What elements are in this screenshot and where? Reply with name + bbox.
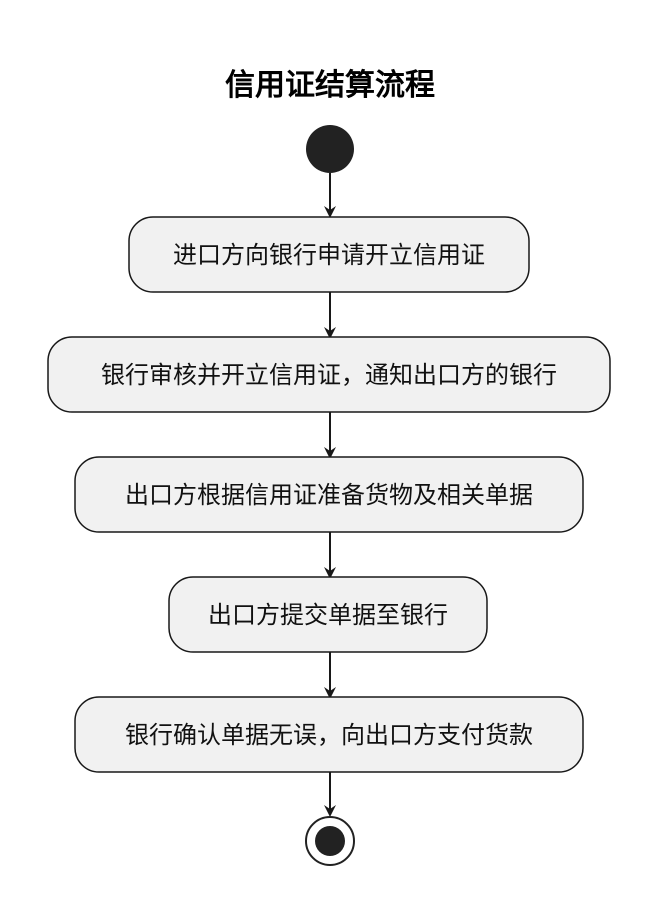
diagram-title: 信用证结算流程 [225,68,435,103]
step-node-3: 出口方根据信用证准备货物及相关单据 [74,456,584,533]
step-label-4: 出口方提交单据至银行 [208,601,448,629]
step-node-1: 进口方向银行申请开立信用证 [128,216,530,293]
step-label-2: 银行审核并开立信用证，通知出口方的银行 [101,361,557,389]
end-node [305,816,355,866]
start-node [306,125,354,173]
step-label-5: 银行确认单据无误，向出口方支付货款 [125,721,533,749]
step-node-5: 银行确认单据无误，向出口方支付货款 [74,696,584,773]
step-label-3: 出口方根据信用证准备货物及相关单据 [125,481,533,509]
step-label-1: 进口方向银行申请开立信用证 [173,241,485,269]
step-node-4: 出口方提交单据至银行 [168,576,488,653]
step-node-2: 银行审核并开立信用证，通知出口方的银行 [47,336,611,413]
